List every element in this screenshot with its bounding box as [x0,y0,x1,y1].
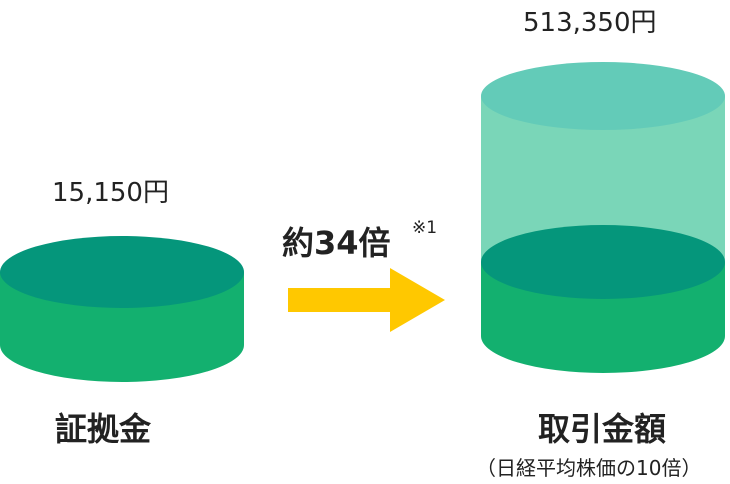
ratio-label: 約34倍 [282,224,391,262]
margin-cylinder [0,236,244,382]
footnote-mark: ※1 [412,218,438,238]
margin-amount: 15,150円 [52,178,169,208]
trade-amount-note: （日経平均株価の10倍） [476,456,702,480]
trade-amount: 513,350円 [523,8,657,38]
trade-amount-cylinder [481,62,725,373]
trade-amount-label: 取引金額 [538,410,667,448]
arrow-icon [288,268,445,332]
margin-label: 証拠金 [55,410,152,448]
